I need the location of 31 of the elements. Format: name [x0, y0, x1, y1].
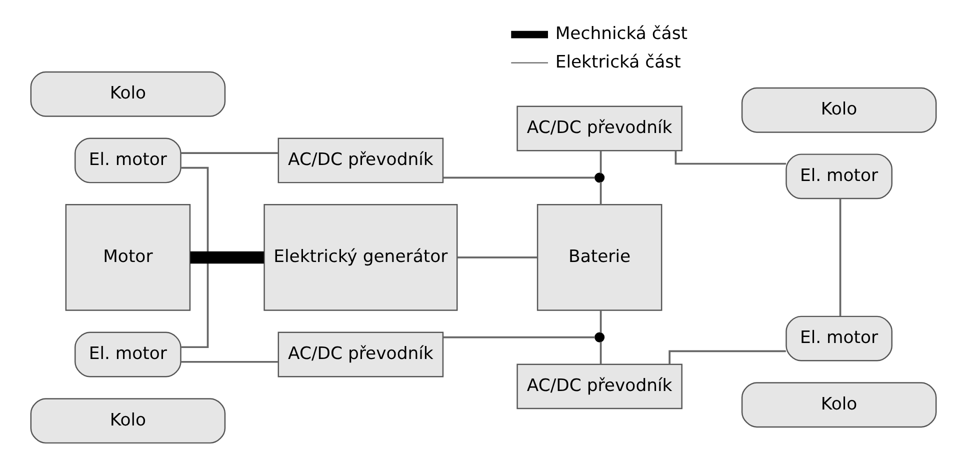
connector — [599, 182, 602, 204]
node-box: AC/DC převodník — [516, 364, 682, 410]
node-box: El. motor — [74, 138, 181, 184]
node-box: Baterie — [536, 204, 662, 311]
node-box: El. motor — [74, 332, 181, 378]
node-box: AC/DC převodník — [277, 332, 444, 378]
connector — [180, 360, 278, 363]
connector — [190, 251, 264, 264]
node-box: Kolo — [30, 71, 226, 117]
node-box: Kolo — [740, 382, 936, 428]
node-box: Kolo — [30, 398, 226, 444]
connector — [599, 310, 602, 333]
connector — [599, 150, 602, 174]
node-box: AC/DC převodník — [516, 106, 682, 152]
connector — [456, 256, 537, 258]
node-box: AC/DC převodník — [277, 138, 444, 184]
connector — [442, 176, 594, 179]
node-circle — [594, 172, 604, 183]
connector — [180, 152, 278, 154]
node-box: El. motor — [785, 154, 892, 200]
connector — [838, 198, 841, 316]
node-circle — [594, 332, 604, 342]
connector — [442, 336, 594, 338]
connector — [180, 166, 208, 348]
legend-label: Mechnická část — [554, 24, 688, 44]
node-box: Kolo — [740, 87, 936, 133]
connector — [599, 342, 602, 364]
legend-label: Elektrická část — [554, 52, 680, 72]
node-box: Elektrický generátor — [263, 204, 458, 311]
node-box: El. motor — [785, 316, 892, 362]
node-box: Motor — [64, 204, 190, 311]
